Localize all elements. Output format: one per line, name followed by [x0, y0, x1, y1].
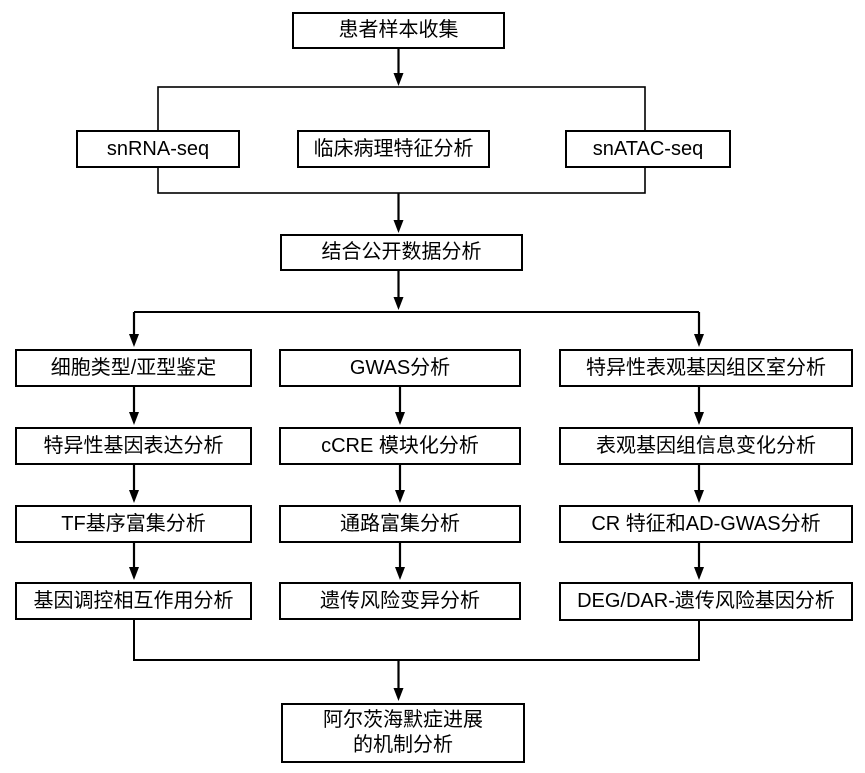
- arrow-branch-to-col1: [129, 312, 139, 347]
- node-cr-feature-ad-gwas: CR 特征和AD-GWAS分析: [559, 505, 853, 543]
- col2-arrow-step3-to-step4: [395, 543, 405, 580]
- col3-arrow-step1-to-step2: [694, 387, 704, 425]
- col1-arrow-step2-to-step3: [129, 465, 139, 503]
- node-tf-motif-enrichment: TF基序富集分析: [15, 505, 252, 543]
- col3-arrow-step3-to-step4: [694, 543, 704, 580]
- node-ccre-module-analysis: cCRE 模块化分析: [279, 427, 521, 465]
- arrow-integration-to-branch: [393, 271, 404, 310]
- col3-arrow-step2-to-step3: [694, 465, 704, 503]
- col2-arrow-step1-to-step2: [395, 387, 405, 425]
- collector-line: [133, 620, 700, 661]
- node-gene-regulatory-interaction: 基因调控相互作用分析: [15, 582, 252, 620]
- node-gwas-analysis: GWAS分析: [279, 349, 521, 387]
- node-alzheimers-mechanism-analysis: 阿尔茨海默症进展 的机制分析: [281, 703, 525, 763]
- node-clinical-pathology-analysis: 临床病理特征分析: [297, 130, 490, 168]
- node-pathway-enrichment: 通路富集分析: [279, 505, 521, 543]
- node-public-data-integration: 结合公开数据分析: [280, 234, 523, 271]
- arrow-patient-to-input-bus: [393, 49, 404, 86]
- node-epigenome-info-change: 表观基因组信息变化分析: [559, 427, 853, 465]
- node-patient-sample-collection: 患者样本收集: [292, 12, 505, 49]
- arrow-bus-to-integration: [393, 193, 404, 233]
- col1-arrow-step1-to-step2: [129, 387, 139, 425]
- node-deg-dar-genetic-risk-gene: DEG/DAR-遗传风险基因分析: [559, 582, 853, 621]
- arrow-collector-to-final: [393, 660, 404, 701]
- node-cell-type-identification: 细胞类型/亚型鉴定: [15, 349, 252, 387]
- col2-arrow-step2-to-step3: [395, 465, 405, 503]
- node-genetic-risk-variant: 遗传风险变异分析: [279, 582, 521, 620]
- node-specific-epigenome-compartment: 特异性表观基因组区室分析: [559, 349, 853, 387]
- col1-arrow-step3-to-step4: [129, 543, 139, 580]
- arrow-branch-to-col3: [694, 312, 704, 347]
- node-snrna-seq: snRNA-seq: [76, 130, 240, 168]
- node-snatac-seq: snATAC-seq: [565, 130, 731, 168]
- node-specific-gene-expression: 特异性基因表达分析: [15, 427, 252, 465]
